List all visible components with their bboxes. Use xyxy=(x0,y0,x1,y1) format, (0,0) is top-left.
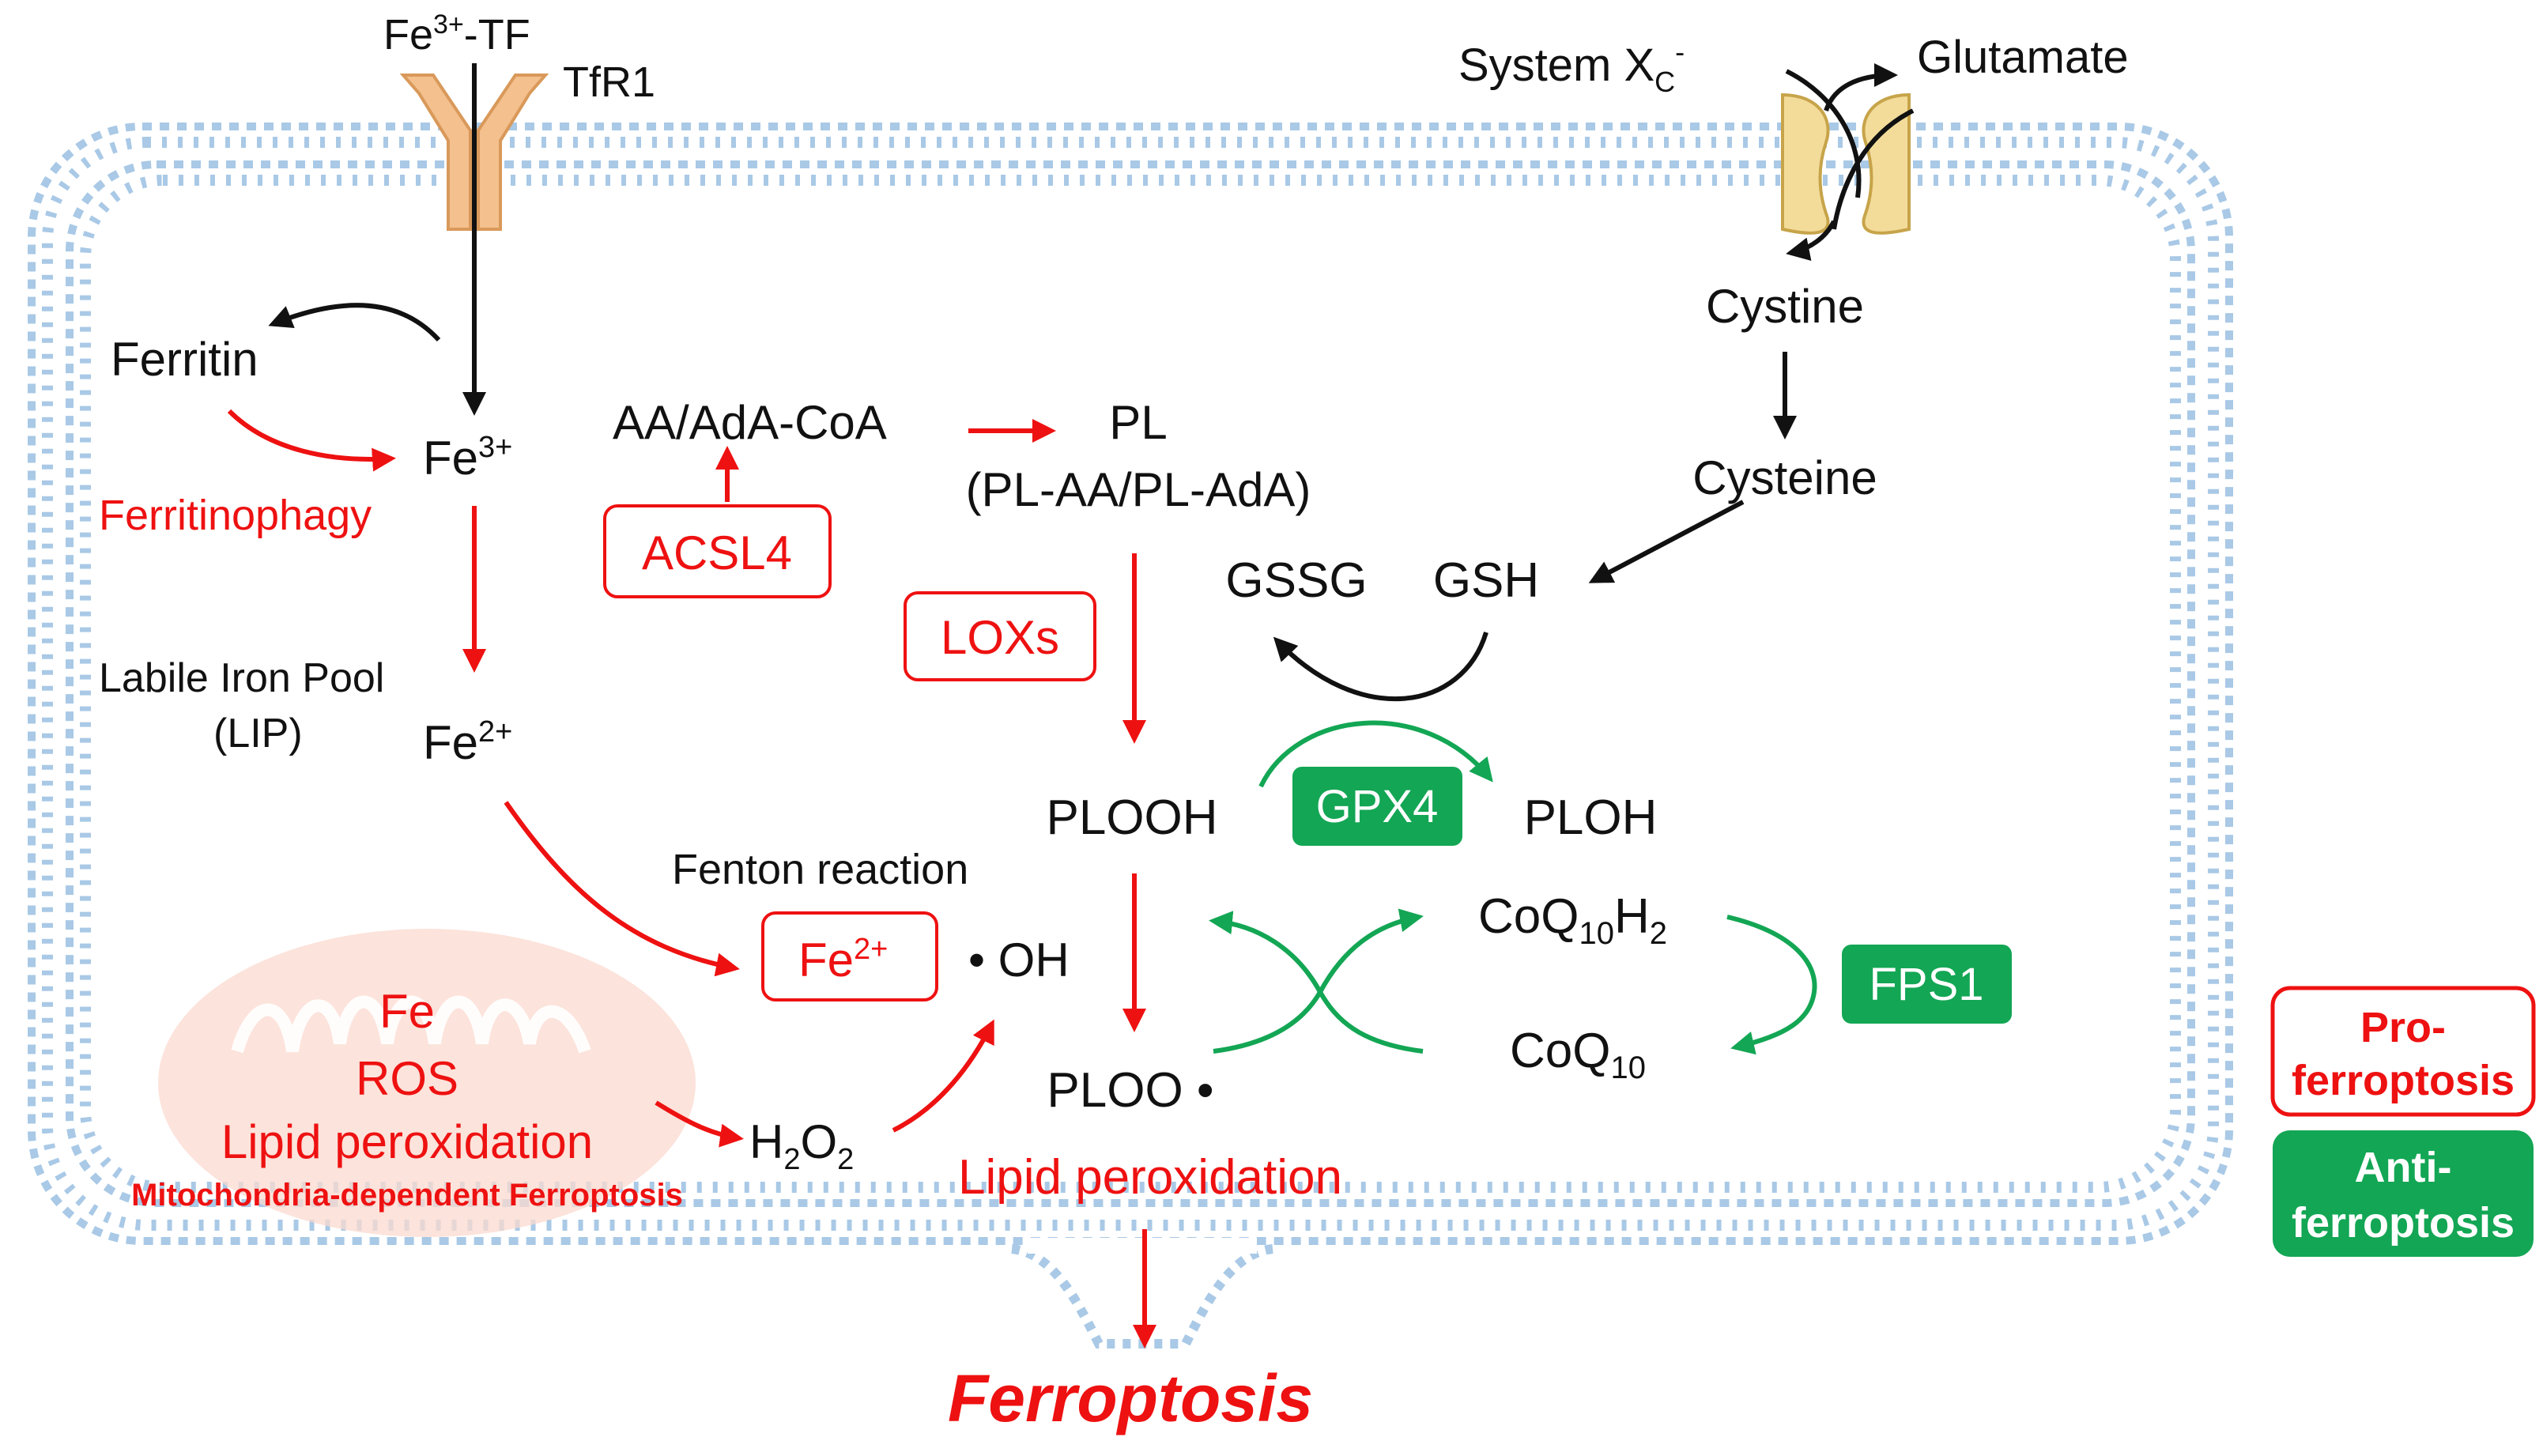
gpx4-label: GPX4 xyxy=(1316,781,1439,832)
mito-lipid-peroxidation-label: Lipid peroxidation xyxy=(221,1115,593,1168)
fenton-fe2-label: Fe2+ xyxy=(798,933,888,986)
lip-label-line1: Labile Iron Pool xyxy=(99,655,384,701)
coq10h2-label: CoQ10H2 xyxy=(1478,889,1667,951)
fe3-label: Fe3+ xyxy=(423,431,512,485)
fe2-label: Fe2+ xyxy=(423,715,512,769)
acsl4-box xyxy=(603,504,832,598)
labels: Fe3+-TF TfR1 System XC- Glutamate Ferrit… xyxy=(99,9,2515,1435)
gsh-label: GSH xyxy=(1433,553,1539,608)
arrow-h2o2-to-oh xyxy=(892,1019,994,1133)
red-arrows xyxy=(227,409,1156,1348)
fe3-tf-label: Fe3+-TF xyxy=(383,9,530,58)
aa-coa-label: AA/AdA-CoA xyxy=(613,396,887,449)
loxs-box xyxy=(904,591,1096,681)
pl-detail-label: (PL-AA/PL-AdA) xyxy=(966,463,1311,516)
h2o2-label: H2O2 xyxy=(749,1115,854,1176)
oh-radical-label: • OH xyxy=(968,934,1070,986)
fenton-fe2-box xyxy=(761,911,938,1001)
arrow-glutamate-out xyxy=(1785,69,1862,198)
fenton-reaction-label: Fenton reaction xyxy=(672,846,968,893)
pl-label: PL xyxy=(1109,396,1167,449)
tfr1-label: TfR1 xyxy=(563,58,655,106)
legend-anti-box xyxy=(2273,1130,2534,1257)
ploo-label: PLOO • xyxy=(1047,1063,1213,1118)
cell-membrane xyxy=(28,123,2233,1348)
fps1-box xyxy=(1842,945,2012,1024)
mito-ros-label: ROS xyxy=(356,1052,458,1105)
loxs-label: LOXs xyxy=(941,611,1059,664)
ploh-label: PLOH xyxy=(1524,790,1658,845)
arrow-fe3-to-ferritin xyxy=(268,303,441,342)
fps1-label: FPS1 xyxy=(1869,959,1983,1010)
gssg-label: GSSG xyxy=(1225,553,1367,608)
green-arrows xyxy=(1209,720,1817,1055)
system-xc-transporter xyxy=(1781,92,1911,235)
arrow-ferritinophagy xyxy=(227,409,396,472)
arrow-coq-cross-1 xyxy=(1209,911,1424,1054)
tfr1-receptor xyxy=(399,74,549,231)
arrow-mito-to-h2o2 xyxy=(655,1100,744,1148)
ferritinophagy-label: Ferritinophagy xyxy=(99,492,372,539)
cysteine-label: Cysteine xyxy=(1692,451,1877,504)
ferritin-label: Ferritin xyxy=(111,333,258,386)
mito-dependent-ferroptosis-label: Mitochondria-dependent Ferroptosis xyxy=(131,1178,683,1213)
black-arrows xyxy=(268,63,1915,702)
acsl4-label: ACSL4 xyxy=(642,526,792,579)
mitochondrion xyxy=(158,929,696,1237)
lipid-peroxidation-label: Lipid peroxidation xyxy=(958,1150,1342,1205)
glutamate-label: Glutamate xyxy=(1917,32,2129,83)
gpx4-box xyxy=(1292,767,1462,846)
arrow-coq-cross-2 xyxy=(1213,908,1424,1054)
arrow-gsh-to-gssg xyxy=(1273,632,1488,702)
arrow-cystine-in xyxy=(1832,108,1915,230)
arrow-fps1 xyxy=(1726,915,1817,1055)
legend-pro-box xyxy=(2270,986,2536,1117)
arrow-gpx4 xyxy=(1258,720,1493,788)
ferroptosis-label: Ferroptosis xyxy=(948,1361,1313,1435)
system-xc-label: System XC- xyxy=(1458,36,1685,98)
legend-anti-line1: Anti- xyxy=(2355,1144,2452,1191)
arrow-cysteine-to-gsh xyxy=(1588,500,1745,583)
legend-pro-line1: Pro- xyxy=(2360,1004,2446,1051)
lip-label-line2: (LIP) xyxy=(213,711,303,756)
legend-anti-line2: ferroptosis xyxy=(2292,1199,2515,1247)
mito-fe-label: Fe xyxy=(379,985,435,1038)
arrow-fe2-to-fenton xyxy=(504,801,740,977)
plooh-label: PLOOH xyxy=(1046,790,1217,845)
cystine-label: Cystine xyxy=(1706,280,1864,333)
coq10-label: CoQ10 xyxy=(1510,1024,1646,1085)
legend-pro-line2: ferroptosis xyxy=(2292,1057,2515,1104)
